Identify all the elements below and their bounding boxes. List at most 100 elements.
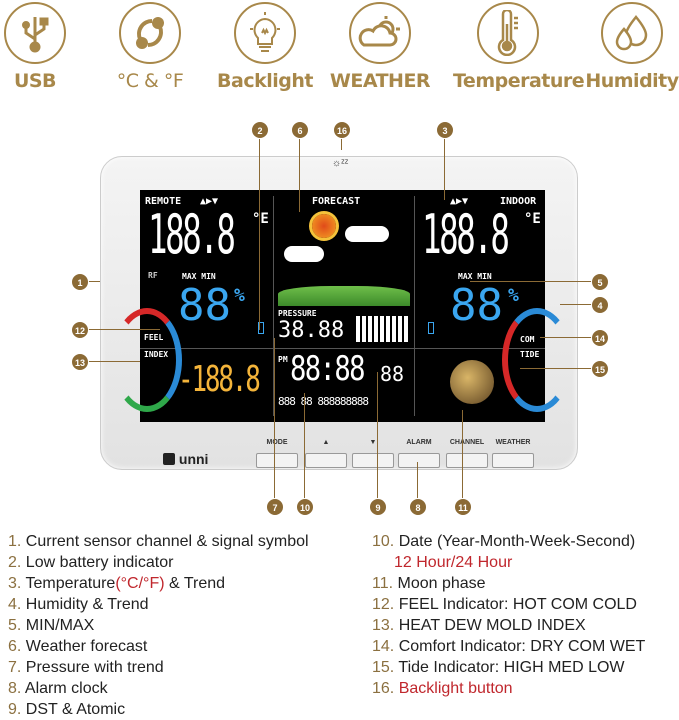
device-button-4[interactable]	[446, 453, 488, 468]
lcd-screen: REMOTE ▲▶▼ 188.8 °E RF MAX MIN 88 % FEEL…	[112, 190, 572, 422]
feature-humidity: Humidity	[577, 0, 679, 92]
trend-arrows: ▲▶▼	[200, 196, 219, 207]
legend-number: 6.	[8, 638, 22, 655]
pressure-history-bars	[356, 316, 408, 342]
index-value: -188.8	[178, 359, 261, 400]
feel-index-arc	[112, 308, 182, 412]
legend-item: 4. Humidity & Trend	[8, 594, 149, 615]
celsius-fahrenheit-icon	[136, 17, 164, 49]
callout-marker: 1	[71, 273, 89, 291]
remote-humidity: 88	[178, 280, 231, 331]
legend-text: Temperature	[25, 575, 116, 592]
button-label: WEATHER	[495, 439, 531, 446]
legend-item: 6. Weather forecast	[8, 636, 147, 657]
date-display: 888 88 888888888	[278, 395, 369, 408]
legend-item: 11. Moon phase	[372, 573, 486, 594]
callout-marker: 15	[591, 360, 609, 378]
lightbulb-icon	[250, 12, 280, 52]
com-label: COM	[520, 335, 535, 344]
maxmin-label: MAX MIN	[458, 272, 492, 281]
tide-label: TIDE	[520, 350, 540, 359]
callout-marker: 8	[409, 498, 427, 516]
legend-number: 15.	[372, 659, 395, 676]
button-label: ▼	[369, 439, 377, 446]
button-label: CHANNEL	[449, 439, 485, 446]
legend-item: 12. FEEL Indicator: HOT COM COLD	[372, 594, 637, 615]
legend-item: 2. Low battery indicator	[8, 552, 173, 573]
brand-logo: unni	[163, 451, 208, 467]
legend-text: & Trend	[164, 575, 226, 592]
feature-label: Backlight	[217, 70, 313, 92]
legend-item: 16. Backlight button	[372, 678, 513, 699]
device-button-5[interactable]	[492, 453, 534, 468]
legend-number: 9.	[8, 701, 22, 718]
landscape-icon	[278, 286, 410, 306]
clock-time: 88:88	[290, 349, 365, 389]
legend-text: Pressure with trend	[25, 659, 164, 676]
callout-marker: 9	[369, 498, 387, 516]
pressure-value: 38.88	[278, 318, 345, 343]
indoor-temperature: 188.8	[422, 203, 510, 266]
indoor-label: INDOOR	[500, 196, 537, 207]
legend-highlight: (°C/°F)	[115, 575, 165, 592]
callout-marker: 5	[591, 273, 609, 291]
legend-text: Weather forecast	[25, 638, 148, 655]
battery-icon	[428, 322, 434, 334]
sun-icon	[312, 214, 336, 238]
legend-text: HEAT DEW MOLD INDEX	[398, 617, 586, 634]
legend-number: 13.	[372, 617, 395, 634]
comfort-tide-arc	[502, 308, 572, 412]
battery-icon	[258, 322, 264, 334]
legend-item: 13. HEAT DEW MOLD INDEX	[372, 615, 586, 636]
pm-indicator: PM	[278, 355, 288, 364]
legend-number: 12.	[372, 596, 395, 613]
legend-text: Tide Indicator: HIGH MED LOW	[398, 659, 625, 676]
device-button-3[interactable]	[398, 453, 440, 468]
legend-item: 3. Temperature(°C/°F) & Trend	[8, 573, 225, 594]
callout-marker: 3	[436, 121, 454, 139]
callout-marker: 11	[454, 498, 472, 516]
legend-text: Low battery indicator	[25, 554, 174, 571]
remote-unit: °E	[252, 211, 269, 227]
maxmin-label: MAX MIN	[182, 272, 216, 281]
callout-marker: 2	[251, 121, 269, 139]
cloud-icon	[345, 226, 389, 242]
legend-number: 2.	[8, 554, 22, 571]
button-label: ▲	[322, 439, 330, 446]
legend-item: 9. DST & Atomic	[8, 699, 125, 720]
feature-weather: WEATHER	[325, 0, 435, 92]
legend-text: Moon phase	[397, 575, 486, 592]
button-label: ALARM	[406, 439, 432, 446]
legend-item: 15. Tide Indicator: HIGH MED LOW	[372, 657, 625, 678]
legend-number: 14.	[372, 638, 395, 655]
legend-item: 12 Hour/24 Hour	[372, 552, 512, 573]
callout-marker: 13	[71, 353, 89, 371]
device-button-0[interactable]	[256, 453, 298, 468]
device-button-2[interactable]	[352, 453, 394, 468]
feature-units: °C & °F	[95, 0, 205, 92]
legend-number: 3.	[8, 575, 22, 592]
legend-item: 5. MIN/MAX	[8, 615, 94, 636]
legend-highlight: 12 Hour/24 Hour	[394, 554, 513, 571]
thermometer-icon	[497, 10, 518, 56]
feature-label: USB	[13, 70, 57, 92]
feature-temperature: Temperature	[453, 0, 585, 92]
feature-usb: USB	[0, 0, 90, 92]
device-button-1[interactable]	[305, 453, 347, 468]
rf-signal: RF	[148, 271, 158, 280]
legend-item: 7. Pressure with trend	[8, 657, 164, 678]
usb-icon	[22, 17, 49, 53]
callout-marker: 4	[591, 296, 609, 314]
legend-item: 14. Comfort Indicator: DRY COM WET	[372, 636, 645, 657]
button-label: MODE	[266, 439, 288, 446]
feature-label: WEATHER	[329, 70, 431, 92]
legend-number: 10.	[372, 533, 395, 550]
legend-number: 11.	[372, 575, 394, 592]
legend-number: 16.	[372, 680, 395, 697]
remote-temperature: 188.8	[148, 203, 236, 266]
callout-marker: 16	[333, 121, 351, 139]
backlight-icon[interactable]: ☼ᶻᶻ	[332, 158, 349, 169]
indoor-humidity: 88	[450, 280, 503, 331]
feature-label: Temperature	[453, 70, 585, 92]
moon-phase-icon	[450, 360, 494, 404]
